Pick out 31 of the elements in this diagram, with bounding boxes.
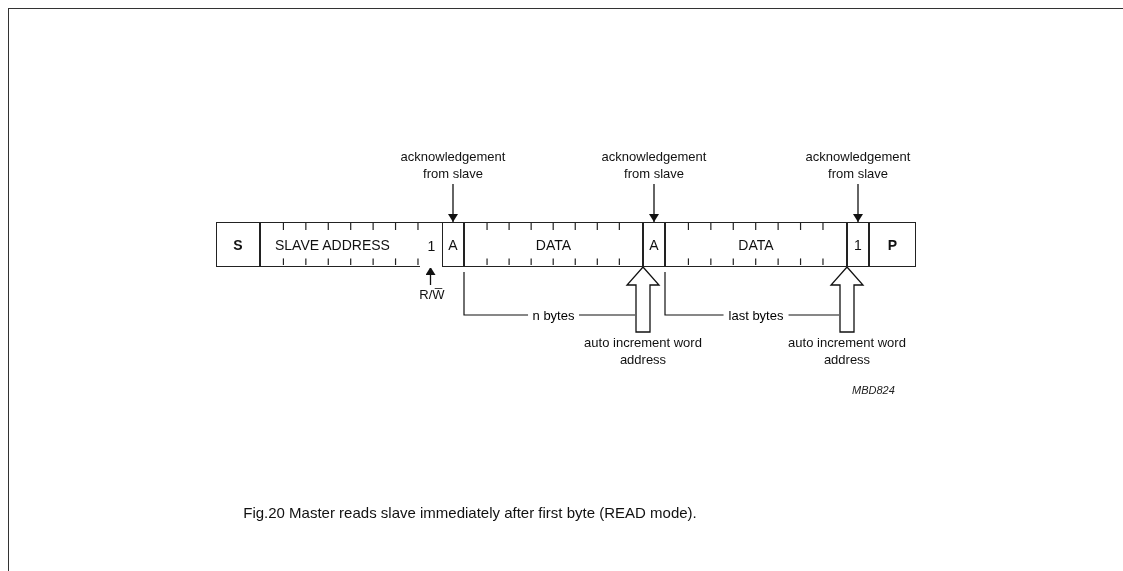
start-field <box>216 222 260 267</box>
caption: Fig.20 Master reads slave immediately after first byte (READ mode). <box>242 504 698 521</box>
figure-code: MBD824 <box>852 384 895 396</box>
field-label: 1 <box>427 237 436 254</box>
arrow <box>853 183 863 223</box>
annotation-text: acknowledgement from slave <box>589 148 719 182</box>
arrow <box>448 183 458 223</box>
hollow-arrow <box>625 266 661 333</box>
annotation-text: auto increment word address <box>578 334 708 368</box>
address-field <box>260 222 442 267</box>
ack-field <box>643 222 665 267</box>
field-label: SLAVE ADDRESS <box>275 236 390 253</box>
arrow <box>649 183 659 223</box>
field-label: 1 <box>854 236 862 253</box>
hollow-arrow <box>829 266 865 333</box>
annotation-text: acknowledgement from slave <box>388 148 518 182</box>
annotation-text: acknowledgement from slave <box>793 148 923 182</box>
arrow <box>425 266 436 286</box>
data-field <box>665 222 847 267</box>
field-label: DATA <box>738 236 774 253</box>
field-label: S <box>233 236 243 253</box>
data-field <box>464 222 643 267</box>
ack-field <box>442 222 464 267</box>
annotation-text: auto increment word address <box>782 334 912 368</box>
stop-field <box>869 222 916 267</box>
ack-field <box>847 222 869 267</box>
field-label: A <box>448 236 458 253</box>
annotation-text: R/W̅ <box>410 286 454 304</box>
field-label: P <box>887 236 898 253</box>
field-label: A <box>649 236 659 253</box>
field-label: DATA <box>535 236 572 253</box>
